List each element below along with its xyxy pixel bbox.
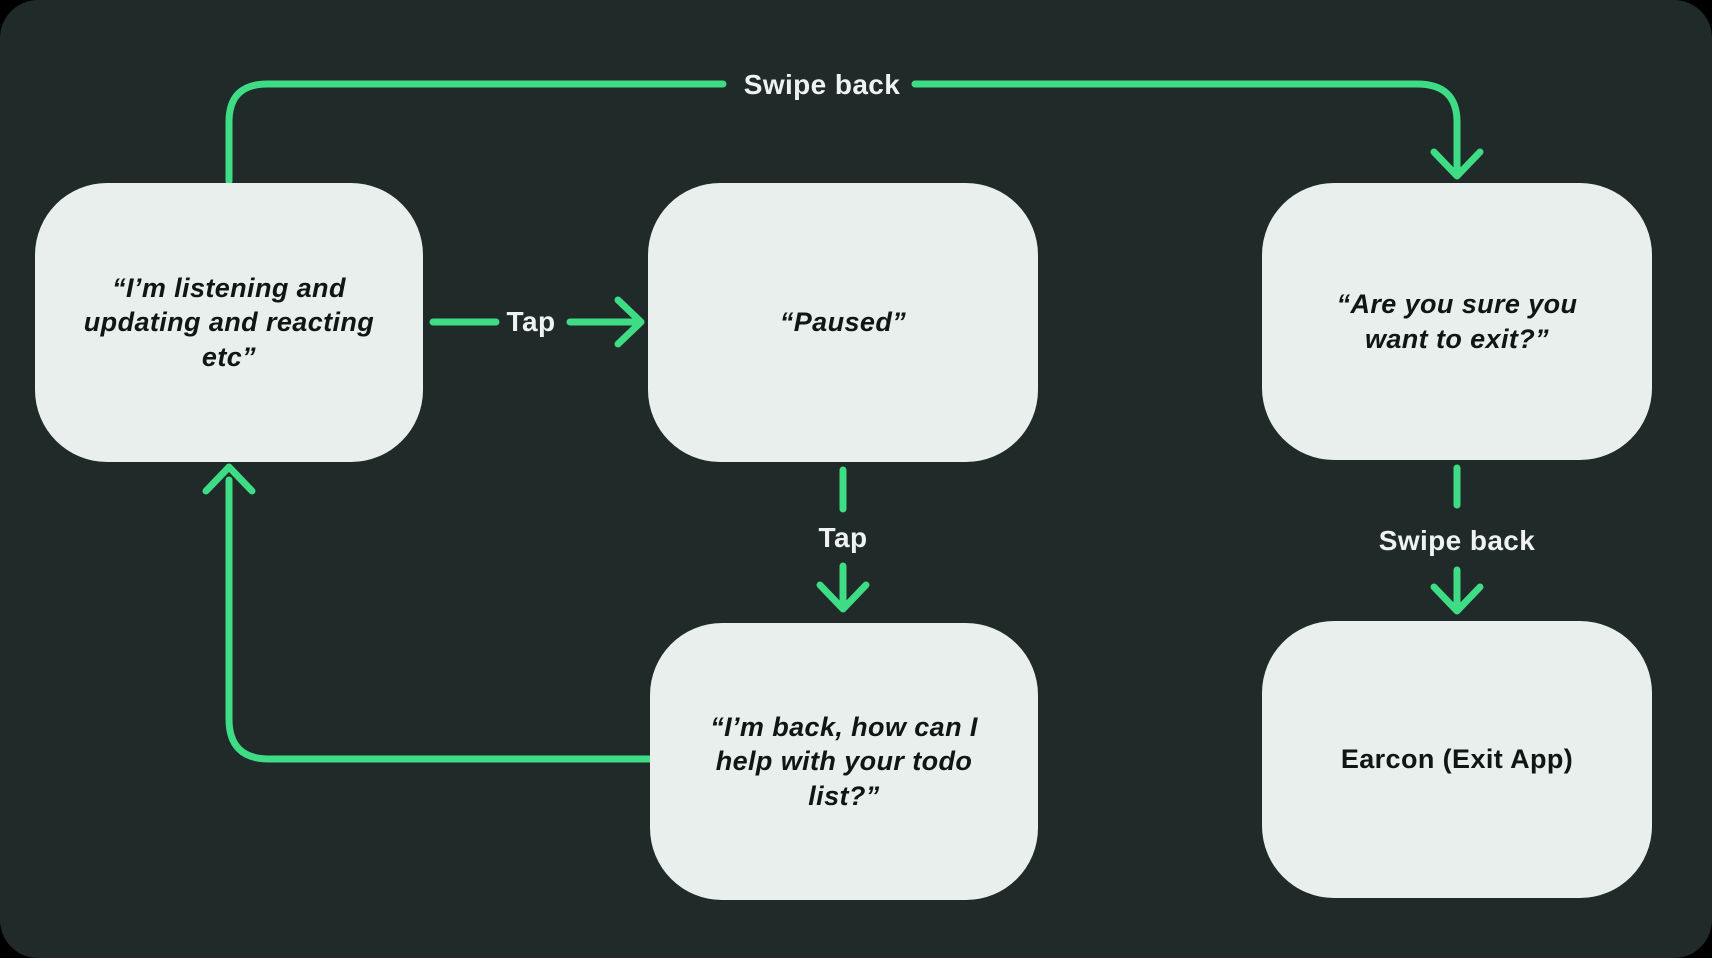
- edge-label-swipe-back-top: Swipe back: [743, 69, 901, 100]
- edge-label-tap-vertical: Tap: [818, 522, 868, 553]
- edge-label-tap-horizontal: Tap: [506, 306, 556, 337]
- arrow-loop-back: [202, 463, 654, 763]
- node-paused: “Paused”: [648, 183, 1038, 462]
- node-listening: “I’m listening and updating and reacting…: [35, 183, 423, 462]
- node-im-back: “I’m back, how can I help with your todo…: [650, 623, 1038, 900]
- edge-label-swipe-back-right: Swipe back: [1378, 525, 1536, 556]
- node-earcon: Earcon (Exit App): [1262, 621, 1652, 898]
- node-exit-confirm: “Are you sure you want to exit?”: [1262, 183, 1652, 460]
